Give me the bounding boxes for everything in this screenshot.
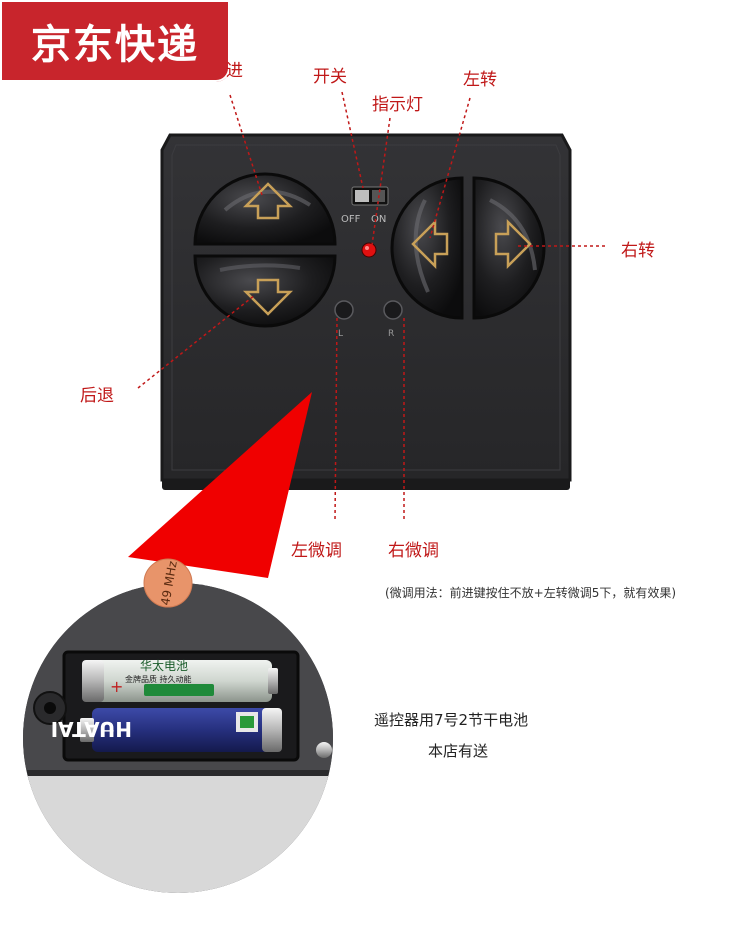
battery-info-line2: 本店有送 (428, 742, 489, 760)
svg-text:−: − (102, 721, 115, 740)
badge-text: 京东快递 (31, 22, 199, 68)
switch-off-label: OFF (341, 214, 361, 225)
right-turn-label: 右转 (621, 241, 655, 261)
battery-bottom: − (80, 708, 282, 752)
right-arrow-icon (494, 218, 532, 270)
leader-lines (137, 91, 605, 521)
power-label: 开关 (313, 67, 347, 87)
forward-button[interactable] (193, 172, 337, 246)
backward-label: 后退 (80, 386, 114, 406)
right-trim-button[interactable] (383, 300, 403, 320)
trim-left-label: L (338, 329, 343, 339)
battery-top-brand: 华太电池 (140, 658, 188, 673)
power-switch[interactable] (351, 186, 389, 206)
express-badge: 京东快递 (0, 0, 230, 82)
left-trim-label: 左微调 (291, 541, 342, 561)
switch-on-label: ON (371, 214, 386, 225)
forward-label: 进 (226, 61, 243, 81)
down-arrow-icon (242, 278, 294, 316)
left-turn-button[interactable] (390, 176, 464, 320)
trim-usage-note: (微调用法：前进键按住不放+左转微调5下，就有效果) (385, 586, 677, 600)
trim-right-label: R (388, 329, 394, 339)
indicator-led (361, 242, 377, 258)
battery-info-line1: 遥控器用7号2节干电池 (374, 711, 529, 729)
right-trim-label: 右微调 (388, 541, 439, 561)
right-turn-button[interactable] (472, 176, 546, 320)
zoom-beam (128, 392, 312, 578)
battery-zoom: + 华太电池 金牌品质 持久动能 − HUATAI 49 MHz (23, 558, 333, 893)
battery-top-sub: 金牌品质 持久动能 (125, 674, 192, 684)
up-arrow-icon (242, 182, 294, 220)
svg-text:+: + (110, 677, 123, 696)
indicator-label: 指示灯 (372, 95, 423, 115)
left-turn-label: 左转 (463, 70, 497, 90)
battery-top: + (82, 660, 278, 702)
battery-bottom-brand: HUATAI (51, 717, 132, 741)
left-trim-button[interactable] (334, 300, 354, 320)
left-arrow-icon (411, 218, 449, 270)
backward-button[interactable] (193, 254, 337, 328)
